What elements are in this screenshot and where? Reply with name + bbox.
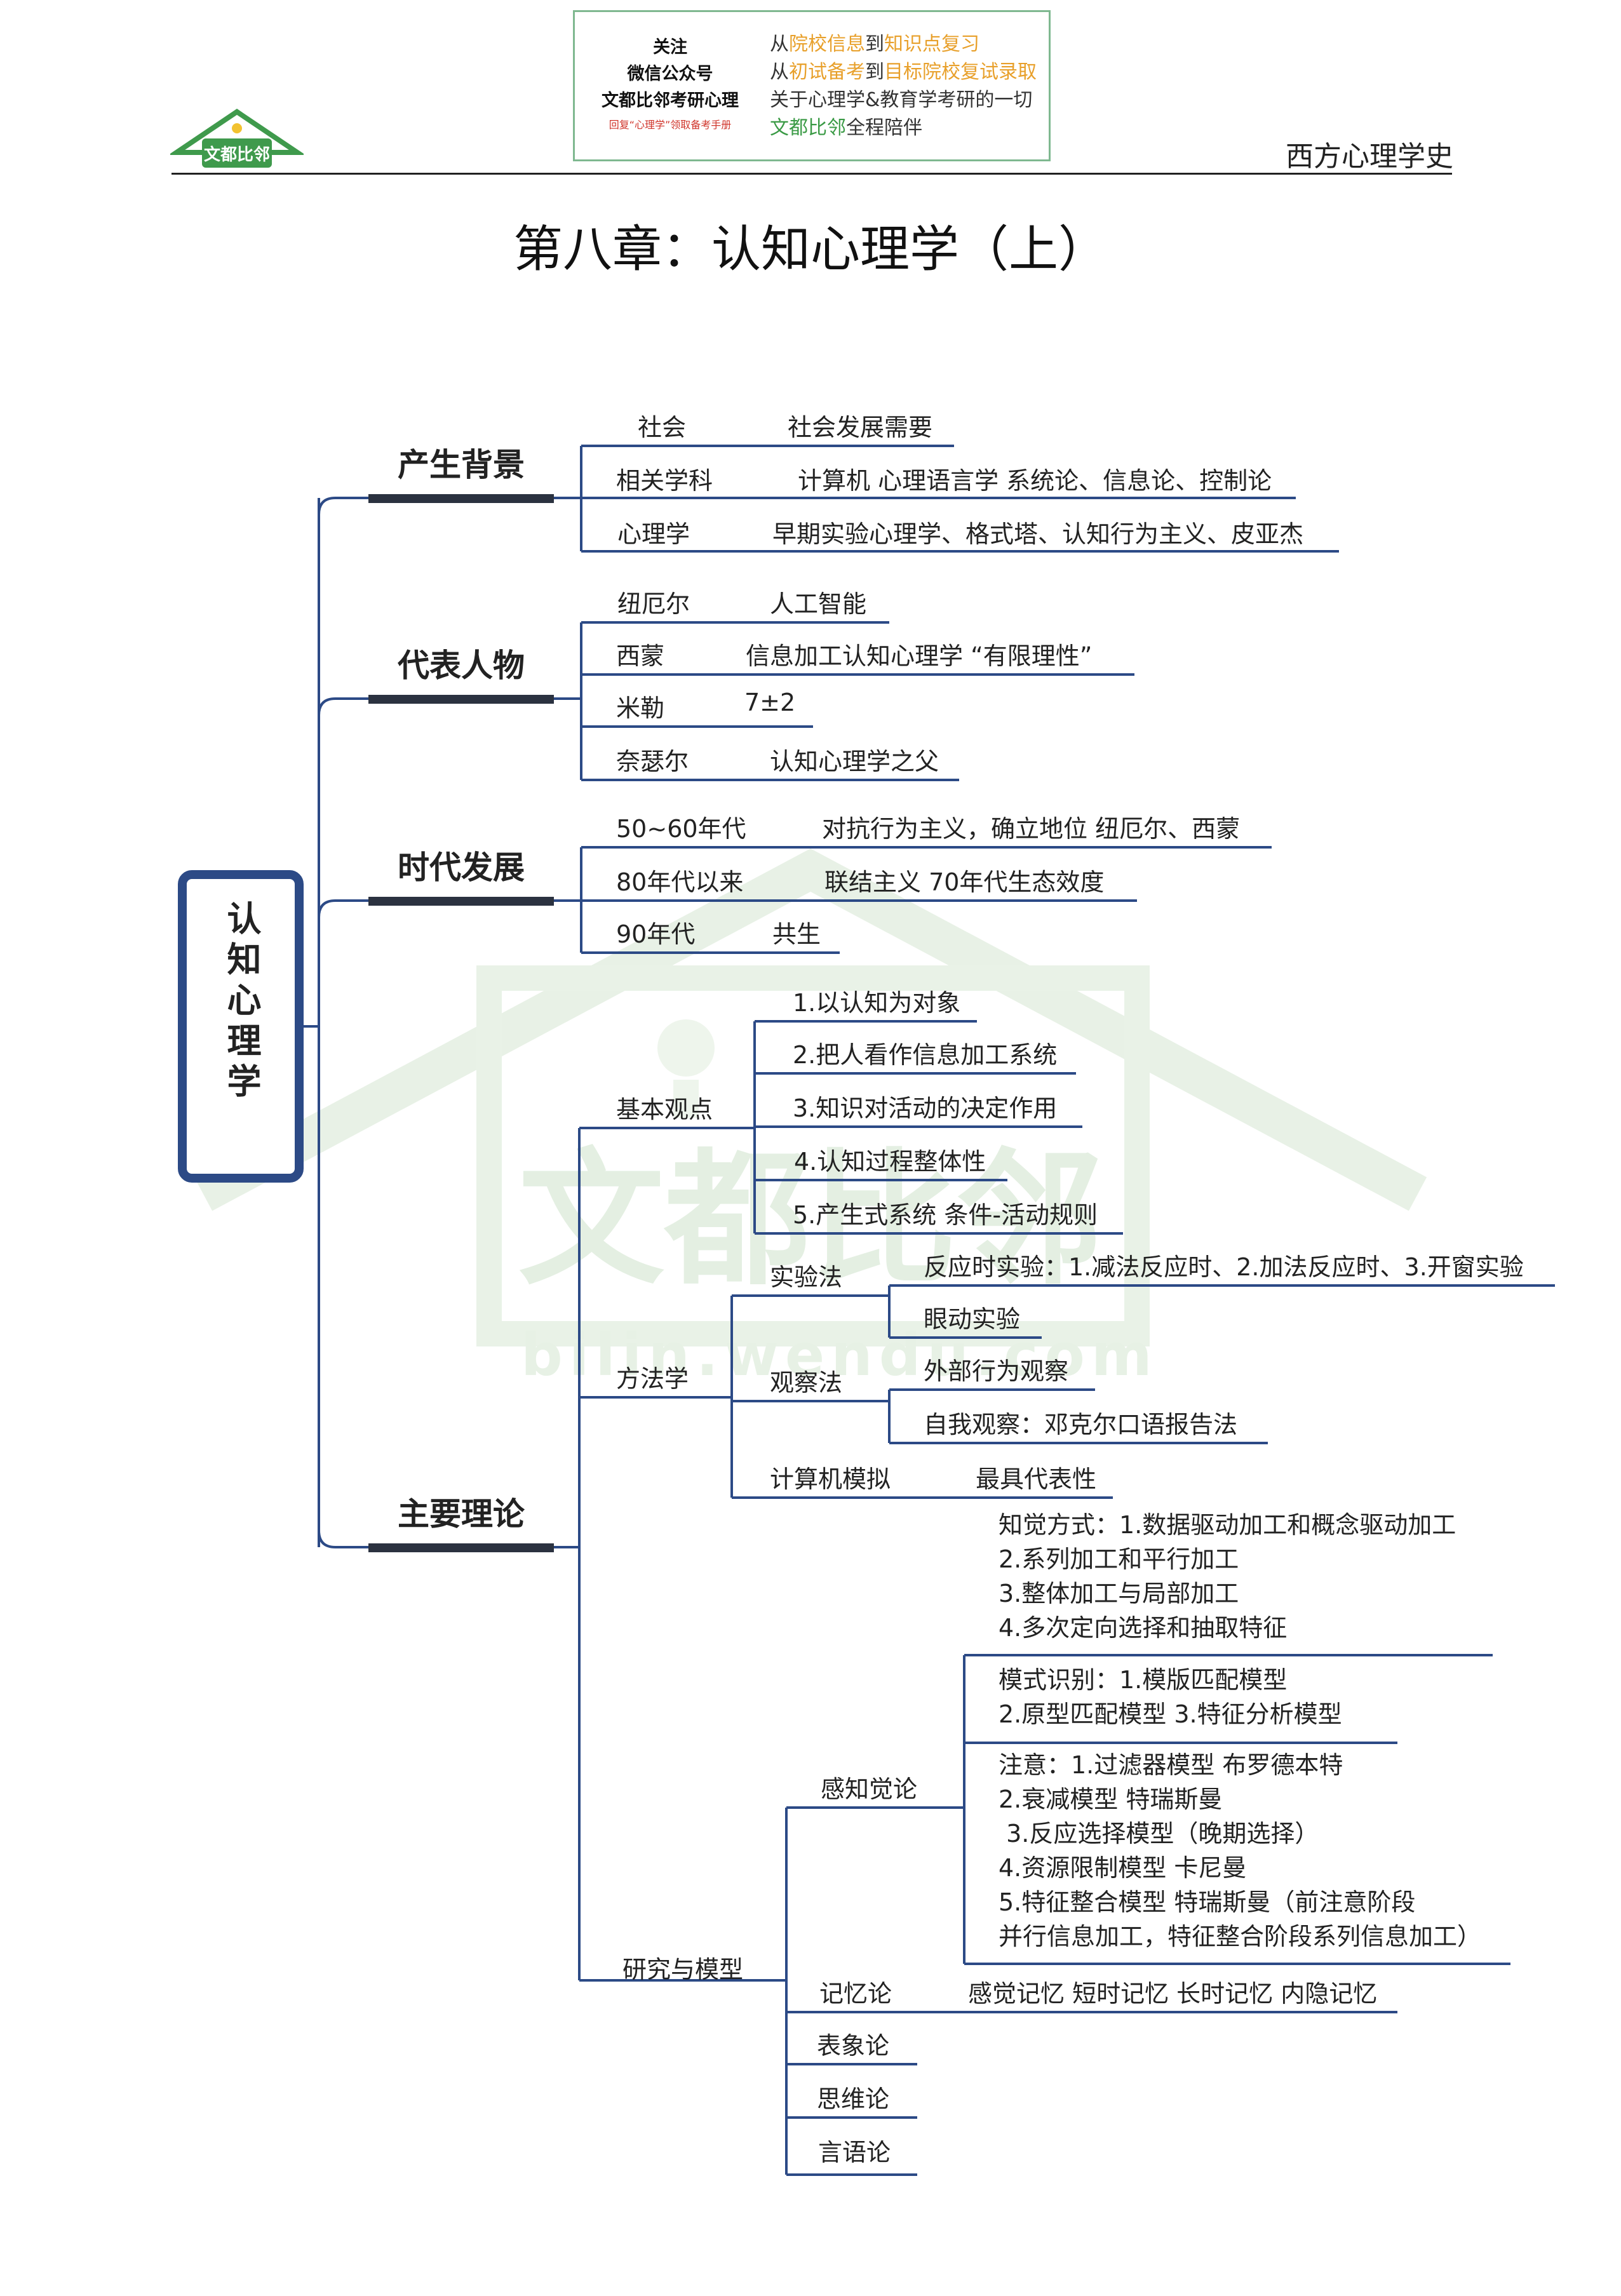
b1-item-value: 社会发展需要 [788,413,933,441]
page-title: 第八章：认知心理学（上） [513,221,1108,278]
ad-left-line: 微信公众号 [627,64,713,84]
perception-theory-label: 感知觉论 [821,1775,918,1803]
computer-simulation-value: 最具代表性 [976,1465,1097,1493]
perception-line: 4.多次定向选择和抽取特征 [999,1614,1288,1642]
language-theory-label: 言语论 [818,2138,891,2166]
ad-right-line: 关于心理学&教育学考研的一切 [770,89,1033,111]
experiment-item: 反应时实验：1.减法反应时、2.加法反应时、3.开窗实验 [924,1253,1524,1281]
basic-views-label: 基本观点 [616,1096,713,1124]
perception-line: 2.衰减模型 特瑞斯曼 [999,1785,1223,1813]
branch-era-title: 时代发展 [398,849,525,886]
b1-item-value: 计算机 心理语言学 系统论、信息论、控制论 [798,467,1272,495]
perception-line: 知觉方式：1.数据驱动加工和概念驱动加工 [999,1511,1456,1539]
b3-item-key: 80年代以来 [616,868,744,896]
basic-view-item: 1.以认知为对象 [793,989,961,1017]
root-char: 认知心理学 [221,901,261,1104]
b3-item-value: 联结主义 70年代生态效度 [824,868,1105,896]
logo-house-icon: 文都比邻 [170,109,304,168]
ad-box [573,10,1051,161]
perception-group-pattern: 模式识别：1.模版匹配模型 2.原型匹配模型 3.特征分析模型 [999,1663,1342,1731]
basic-view-item: 4.认知过程整体性 [794,1148,986,1176]
perception-line: 2.原型匹配模型 3.特征分析模型 [999,1700,1342,1728]
root-label: 认知心理学 [178,901,304,1104]
computer-simulation-label: 计算机模拟 [770,1465,891,1493]
b2-item-value: 人工智能 [770,590,867,618]
header-rule [172,173,1452,175]
thinking-theory-label: 思维论 [817,2085,890,2113]
ad-right-line: 文都比邻全程陪伴 [770,117,922,139]
memory-theory-label: 记忆论 [819,1980,892,2008]
perception-line: 3.反应选择模型（晚期选择） [999,1820,1319,1848]
basic-view-item: 5.产生式系统 条件-活动规则 [793,1201,1098,1229]
perception-line: 5.特征整合模型 特瑞斯曼（前注意阶段 [999,1888,1416,1916]
basic-view-item: 2.把人看作信息加工系统 [793,1041,1058,1069]
experiment-item: 眼动实验 [924,1305,1021,1333]
b2-item-value: 认知心理学之父 [770,748,939,775]
b2-item-key: 纽厄尔 [617,590,690,618]
ad-left-line: 关注 [653,37,687,57]
b3-item-value: 对抗行为主义，确立地位 纽厄尔、西蒙 [822,815,1241,843]
experiment-method-label: 实验法 [770,1263,843,1291]
ad-left-line: 文都比邻考研心理 [602,91,739,111]
perception-group-attention: 注意：1.过滤器模型 布罗德本特 2.衰减模型 特瑞斯曼 3.反应选择模型（晚期… [999,1748,1481,1954]
watermark-logo-text: 文都比邻 [518,1136,1103,1305]
branch-background-title: 产生背景 [398,446,525,483]
b1-item-key: 心理学 [617,520,690,548]
root-node [178,870,304,1183]
research-models-label: 研究与模型 [622,1956,744,1984]
perception-line: 并行信息加工，特征整合阶段系列信息加工） [999,1923,1482,1950]
ad-left-block: 关注 微信公众号 文都比邻考研心理 回复“心理学”领取备考手册 [578,34,762,136]
b2-item-key: 奈瑟尔 [616,748,689,775]
perception-line: 3.整体加工与局部加工 [999,1580,1239,1608]
ad-left-small: 回复“心理学”领取备考手册 [609,119,732,131]
basic-view-item: 3.知识对活动的决定作用 [793,1094,1058,1122]
memory-theory-value: 感觉记忆 短时记忆 长时记忆 内隐记忆 [968,1980,1378,2008]
b3-item-key: 90年代 [616,920,696,948]
b1-item-value: 早期实验心理学、格式塔、认知行为主义、皮亚杰 [772,520,1304,548]
logo-text: 文都比邻 [204,145,270,164]
b3-item-value: 共生 [772,920,821,948]
ad-right-line: 从初试备考到目标院校复试录取 [770,61,1037,83]
perception-line: 模式识别：1.模版匹配模型 [999,1666,1288,1694]
branch-theory-title: 主要理论 [398,1496,525,1533]
b3-item-key: 50~60年代 [616,815,746,843]
perception-group-mode: 知觉方式：1.数据驱动加工和概念驱动加工 2.系列加工和平行加工 3.整体加工与… [999,1508,1456,1645]
b2-item-value: 7±2 [744,688,796,716]
header-section-title: 西方心理学史 [1286,140,1453,173]
perception-line: 2.系列加工和平行加工 [999,1545,1239,1573]
perception-line: 4.资源限制模型 卡尼曼 [999,1854,1247,1882]
b2-item-key: 西蒙 [616,642,665,670]
b1-item-key: 相关学科 [616,467,713,495]
observation-item: 自我观察：邓克尔口语报告法 [924,1411,1238,1439]
watermark-url: bilin.wendu.com [521,1321,1159,1389]
b2-item-key: 米勒 [616,694,665,722]
b2-item-value: 信息加工认知心理学 “有限理性” [746,642,1093,670]
observation-item: 外部行为观察 [924,1357,1069,1385]
b1-item-key: 社会 [638,413,687,441]
observation-method-label: 观察法 [770,1369,843,1397]
ad-right-line: 从院校信息到知识点复习 [770,33,979,55]
imagery-theory-label: 表象论 [817,2032,890,2060]
perception-line: 注意：1.过滤器模型 布罗德本特 [999,1751,1343,1779]
branch-figures-title: 代表人物 [398,647,525,684]
ad-right-block: 从院校信息到知识点复习 从初试备考到目标院校复试录取 关于心理学&教育学考研的一… [770,30,1037,142]
methodology-label: 方法学 [616,1365,689,1393]
